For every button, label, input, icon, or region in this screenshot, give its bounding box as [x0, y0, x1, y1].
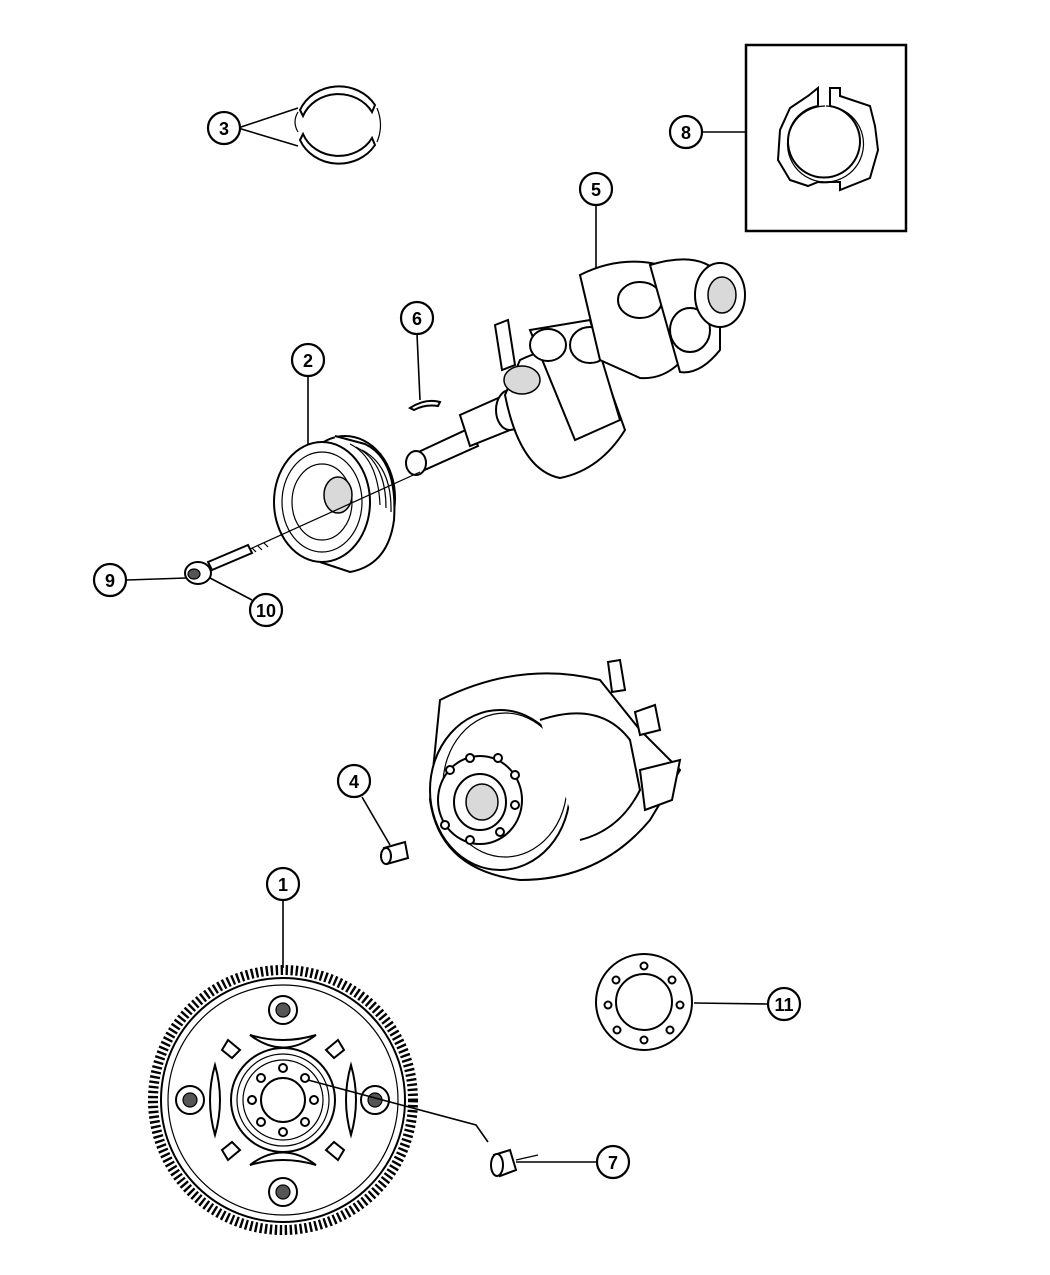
leader-6 [416, 333, 421, 401]
callout-11[interactable]: 11 [766, 986, 802, 1022]
callout-2[interactable]: 2 [290, 342, 326, 378]
svg-text:3: 3 [219, 119, 229, 139]
svg-text:5: 5 [591, 180, 601, 200]
callout-7[interactable]: 7 [595, 1144, 631, 1180]
crankshaft[interactable] [405, 258, 746, 480]
svg-text:8: 8 [681, 123, 691, 143]
callout-4[interactable]: 4 [336, 763, 372, 799]
svg-text:11: 11 [774, 995, 793, 1015]
flexplate-bolt[interactable] [490, 1148, 539, 1178]
svg-text:2: 2 [303, 351, 313, 371]
svg-text:4: 4 [349, 772, 359, 792]
flexplate[interactable] [148, 965, 418, 1235]
leader-7a [307, 1079, 489, 1143]
svg-text:1: 1 [278, 875, 288, 895]
thrust-bearing[interactable] [776, 85, 880, 192]
crankshaft-rear-view [428, 658, 682, 882]
callout-5[interactable]: 5 [578, 171, 614, 207]
callout-8[interactable]: 8 [668, 114, 704, 150]
leader-3a [237, 107, 299, 129]
leader-3b [237, 127, 299, 147]
svg-text:6: 6 [412, 309, 422, 329]
crankshaft-damper[interactable] [273, 435, 396, 574]
svg-text:9: 9 [105, 571, 115, 591]
woodruff-key[interactable] [408, 399, 442, 412]
svg-text:7: 7 [608, 1153, 618, 1173]
svg-text:10: 10 [256, 601, 276, 621]
callout-3[interactable]: 3 [206, 110, 242, 146]
leader-10 [209, 577, 253, 601]
callout-1[interactable]: 1 [265, 866, 301, 902]
thrust-bearing-inset-box [744, 43, 908, 233]
main-bearing-shells[interactable] [294, 85, 382, 165]
callout-9[interactable]: 9 [92, 562, 128, 598]
spacer-plate[interactable] [595, 953, 693, 1051]
damper-bolt[interactable] [184, 471, 421, 585]
callout-6[interactable]: 6 [399, 300, 435, 336]
callout-10[interactable]: 10 [248, 592, 284, 628]
leader-11 [693, 1002, 768, 1005]
leader-9 [126, 577, 187, 581]
leader-4 [361, 796, 391, 846]
dowel-pin[interactable] [380, 840, 410, 866]
